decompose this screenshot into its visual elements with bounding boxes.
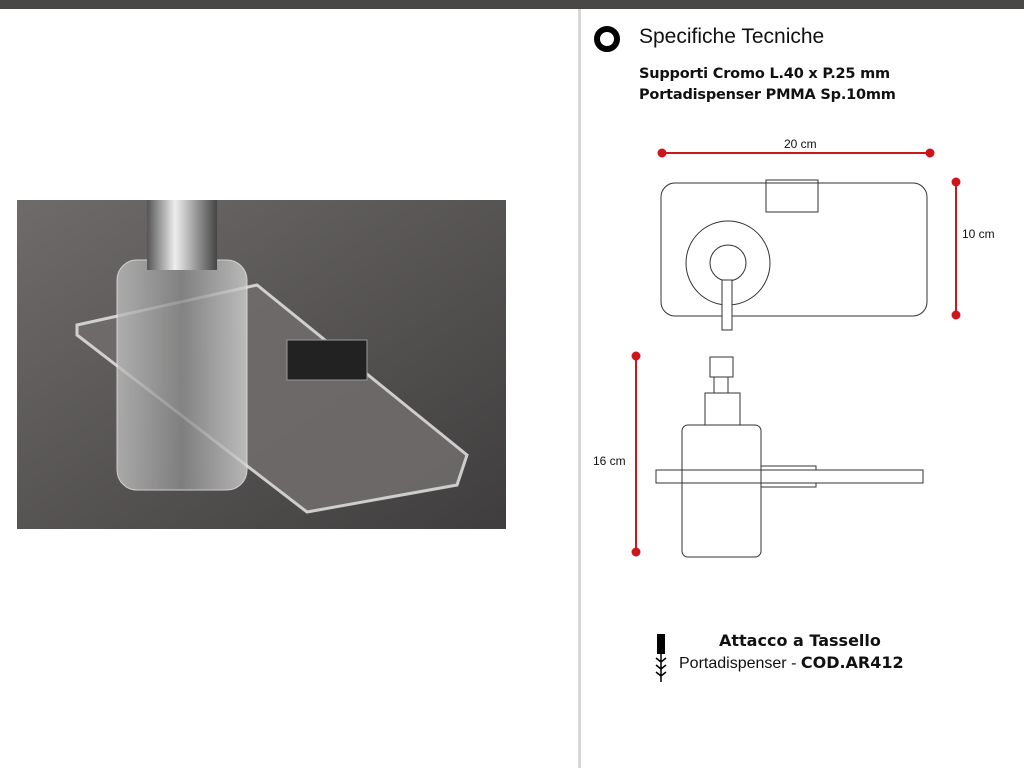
section-title: Specifiche Tecniche bbox=[639, 25, 825, 48]
height-label: 16 cm bbox=[593, 454, 626, 468]
product-name: Portadispenser - bbox=[679, 655, 801, 672]
wall-anchor-icon bbox=[655, 634, 667, 682]
product-code-line: Portadispenser - COD.AR412 bbox=[679, 653, 904, 673]
spec-line: Portadispenser PMMA Sp.10mm bbox=[639, 87, 896, 103]
section-bullet-icon bbox=[594, 26, 620, 52]
product-photo bbox=[17, 200, 506, 529]
product-code: COD.AR412 bbox=[800, 653, 904, 672]
top-bar bbox=[0, 0, 1024, 9]
depth-label: 10 cm bbox=[962, 227, 995, 241]
page-divider bbox=[578, 9, 581, 768]
technical-drawing bbox=[631, 148, 961, 558]
width-label: 20 cm bbox=[784, 137, 817, 151]
top-view-shelf bbox=[660, 182, 928, 317]
mount-type: Attacco a Tassello bbox=[719, 631, 881, 650]
spec-line: Supporti Cromo L.40 x P.25 mm bbox=[639, 66, 890, 82]
